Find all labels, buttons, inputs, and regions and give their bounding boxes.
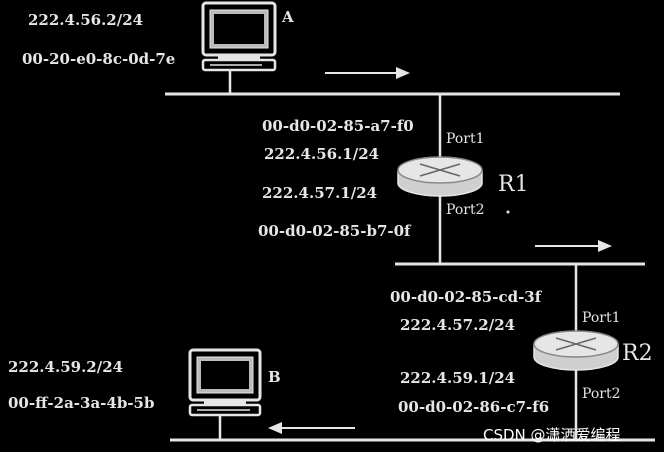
router-r1-icon (397, 156, 483, 197)
pc-a-mac: 00-20-e0-8c-0d-7e (22, 50, 175, 68)
noise-dot (506, 210, 510, 214)
r1-port2-ip: 222.4.57.1/24 (262, 184, 377, 202)
r2-port1-mac: 00-d0-02-85-cd-3f (390, 288, 543, 306)
arrow-right-icon (535, 240, 612, 252)
pc-b-ip: 222.4.59.2/24 (8, 358, 123, 376)
r1-name: R1 (498, 172, 529, 197)
computer-b-icon (188, 348, 262, 417)
computer-a-icon (201, 1, 277, 72)
r1-port1-ip: 222.4.56.1/24 (264, 145, 379, 163)
pc-a-name: A (281, 8, 294, 26)
pc-b-mac: 00-ff-2a-3a-4b-5b (8, 394, 154, 412)
r2-port2-mac: 00-d0-02-86-c7-f6 (398, 398, 549, 416)
r1-port2-label: Port2 (446, 202, 485, 218)
r1-port2-mac: 00-d0-02-85-b7-0f (258, 222, 412, 240)
arrow-right-icon (325, 67, 410, 79)
r2-port1-ip: 222.4.57.2/24 (400, 316, 515, 334)
pc-b-name: B (268, 368, 281, 386)
r2-port2-label: Port2 (582, 386, 621, 402)
watermark: CSDN @潇洒爱编程 (483, 426, 621, 444)
r2-port1-label: Port1 (582, 310, 621, 326)
r2-port2-ip: 222.4.59.1/24 (400, 369, 515, 387)
router-r2-icon (533, 330, 619, 371)
r1-port1-label: Port1 (446, 131, 485, 147)
pc-a-ip: 222.4.56.2/24 (28, 11, 143, 29)
r1-port1-mac: 00-d0-02-85-a7-f0 (262, 117, 414, 135)
arrow-left-icon (268, 422, 355, 434)
r2-name: R2 (622, 341, 653, 366)
